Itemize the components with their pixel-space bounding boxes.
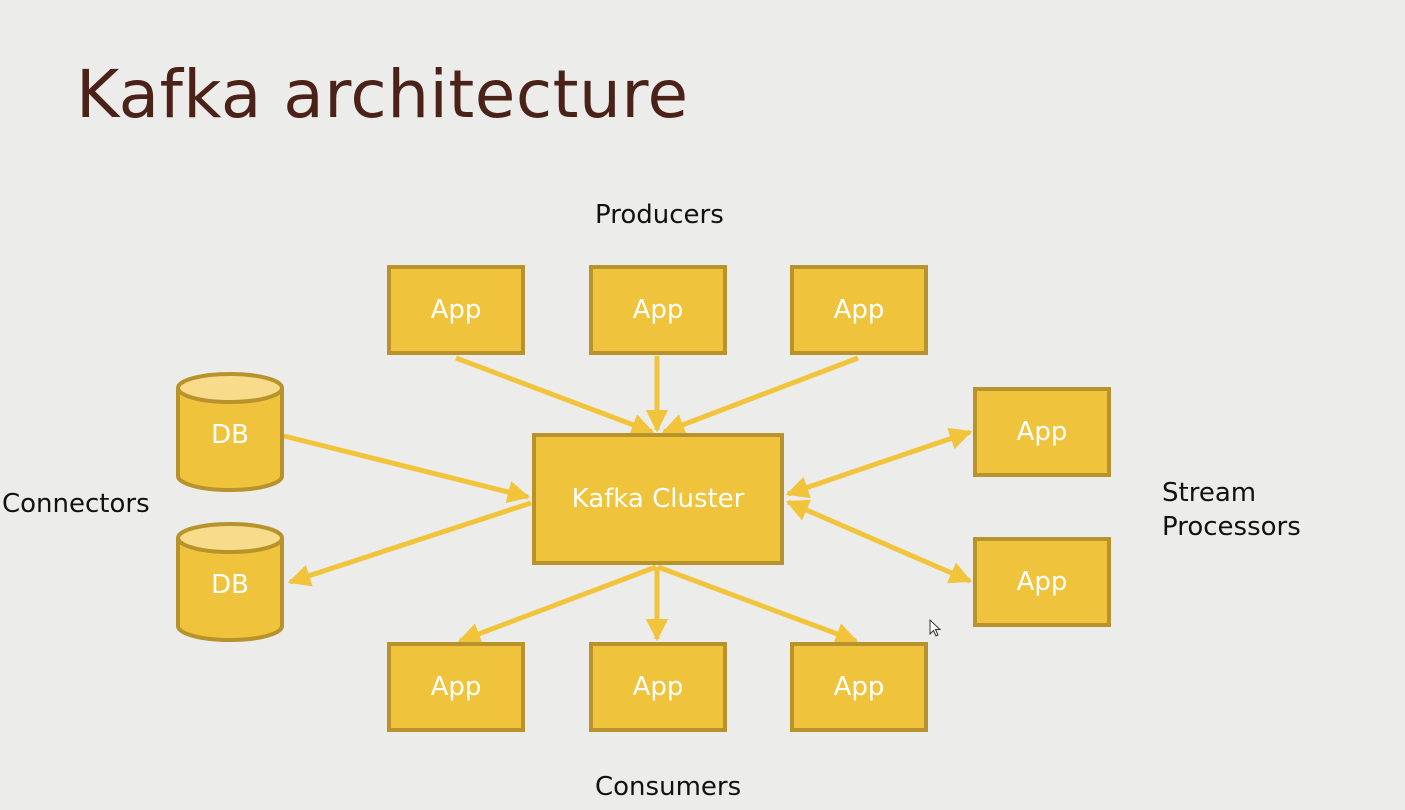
arrow-cluster-to-consumer-1 [457, 564, 657, 645]
arrow-db-1-to-cluster [283, 433, 531, 504]
producer-app-2: App [589, 265, 727, 355]
arrow-cluster-stream-1 [785, 427, 973, 499]
stream-processors-label-line2: Processors [1162, 512, 1301, 542]
slide-title: Kafka architecture [76, 56, 689, 133]
stream-processors-label: Stream Processors [1162, 476, 1301, 544]
consumer-app-3: App [790, 642, 928, 732]
database-1: DB [176, 372, 284, 492]
producer-app-3: App [790, 265, 928, 355]
arrow-cluster-to-db-2 [287, 500, 532, 587]
consumers-label: Consumers [595, 772, 742, 802]
arrow-producer-3-to-cluster [661, 355, 859, 436]
database-icon [176, 372, 284, 492]
stream-processors-label-line1: Stream [1162, 478, 1257, 508]
database-1-label: DB [211, 420, 249, 450]
consumer-app-2: App [589, 642, 727, 732]
arrow-cluster-stream-2 [785, 499, 973, 584]
producer-app-1: App [387, 265, 525, 355]
mouse-cursor [929, 618, 942, 637]
arrow-producer-1-to-cluster [455, 355, 655, 436]
consumer-app-1: App [387, 642, 525, 732]
stream-processor-app-1: App [973, 387, 1111, 477]
database-icon [176, 522, 284, 642]
connectors-label: Connectors [2, 489, 150, 519]
arrow-cluster-to-consumer-3 [657, 564, 859, 645]
stream-processor-app-2: App [973, 537, 1111, 627]
kafka-cluster: Kafka Cluster [532, 433, 784, 565]
database-2-label: DB [211, 570, 249, 600]
database-2: DB [176, 522, 284, 642]
producers-label: Producers [595, 200, 724, 230]
